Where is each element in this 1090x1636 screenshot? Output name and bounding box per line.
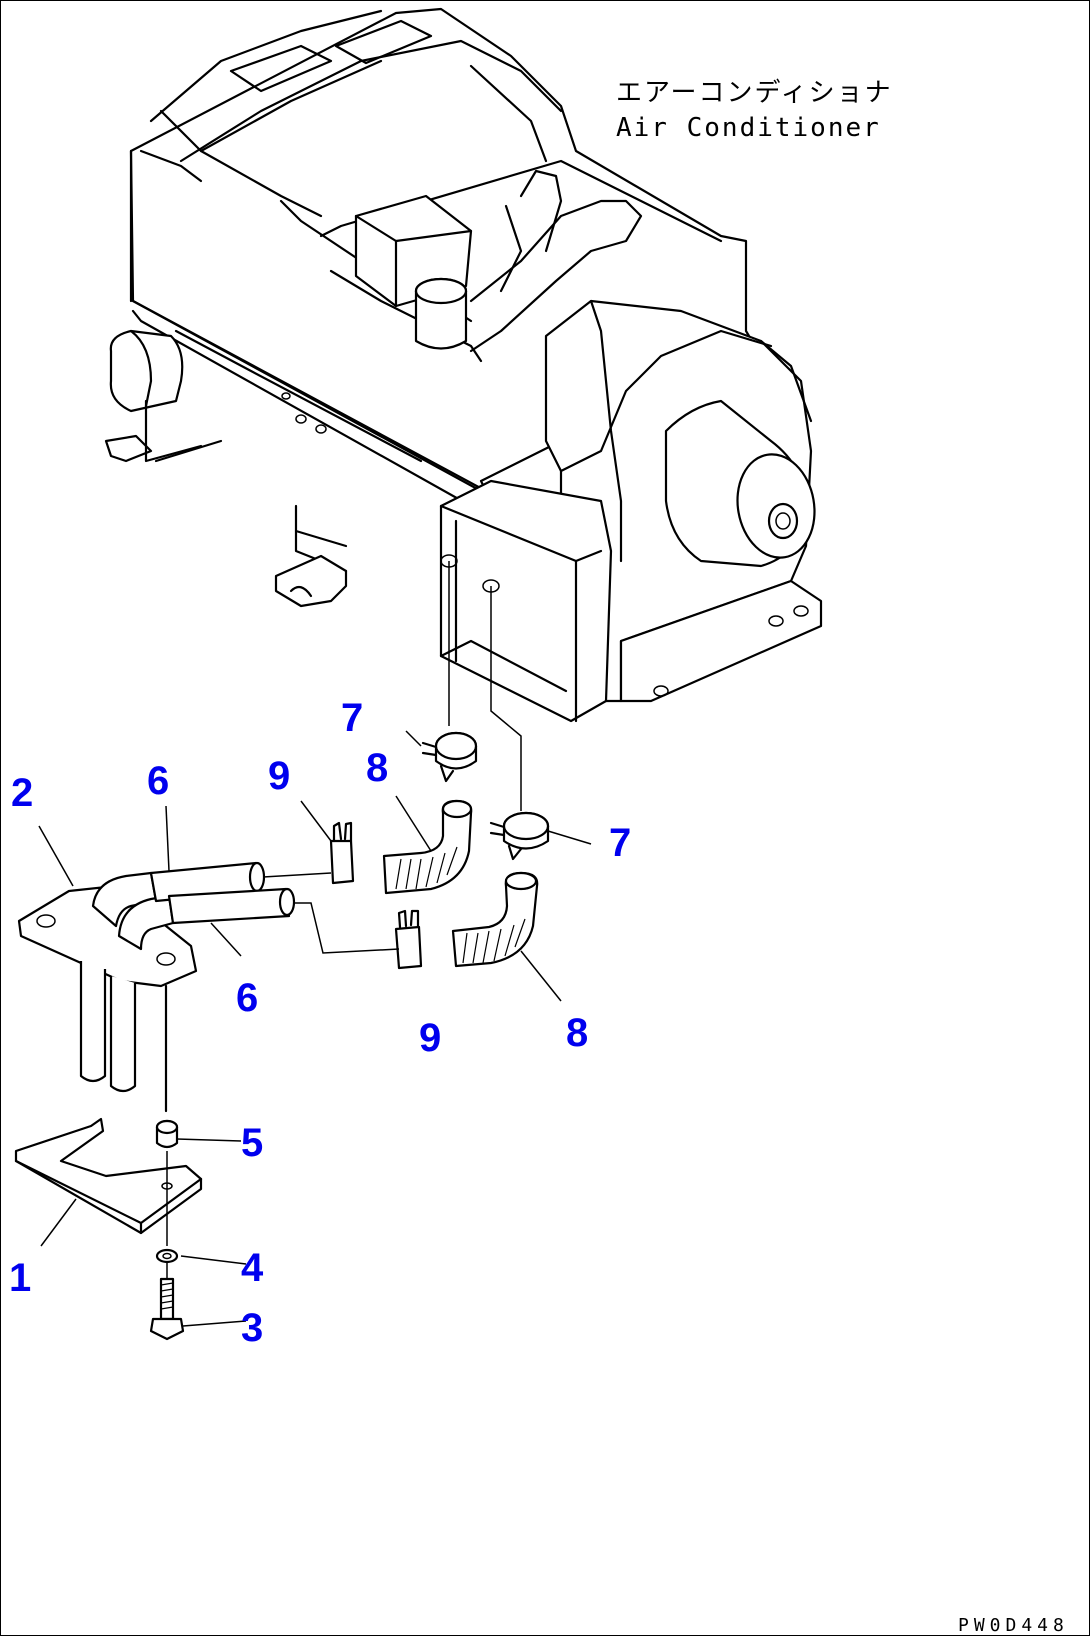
callout-leaders <box>38 730 592 1327</box>
callout-6-lower: 6 <box>236 976 258 1020</box>
callout-8-lower: 8 <box>566 1011 588 1055</box>
hose-clamp-upper <box>421 731 478 783</box>
callout-4: 4 <box>241 1246 264 1290</box>
component-label-en: Air Conditioner <box>616 113 881 143</box>
callout-1: 1 <box>9 1256 31 1300</box>
callout-6-upper: 6 <box>147 759 169 803</box>
washer <box>155 1248 179 1264</box>
mounting-bracket <box>14 1117 203 1235</box>
elbow-hose-lower <box>451 871 539 968</box>
elbow-hose-upper <box>382 799 473 895</box>
spacer <box>155 1119 179 1149</box>
callout-3: 3 <box>241 1306 263 1350</box>
connection-leader-lines <box>440 561 522 811</box>
component-label-jp: エアーコンディショナ <box>616 78 893 108</box>
callout-5: 5 <box>241 1121 263 1165</box>
drawing-code: PW0D448 <box>958 1615 1069 1636</box>
callout-7-upper: 7 <box>341 696 363 740</box>
tube-connector-upper <box>329 821 355 885</box>
hose-clamp-lower <box>489 811 550 861</box>
callout-9-upper: 9 <box>268 754 290 798</box>
callout-8-upper: 8 <box>366 746 388 790</box>
callout-7-lower: 7 <box>609 821 631 865</box>
callout-9-lower: 9 <box>419 1016 441 1060</box>
tube-connector-lower <box>394 909 423 970</box>
tube-assembly <box>17 861 400 1113</box>
bolt <box>149 1277 185 1341</box>
callout-2: 2 <box>11 771 33 815</box>
air-conditioner-unit <box>104 7 823 723</box>
